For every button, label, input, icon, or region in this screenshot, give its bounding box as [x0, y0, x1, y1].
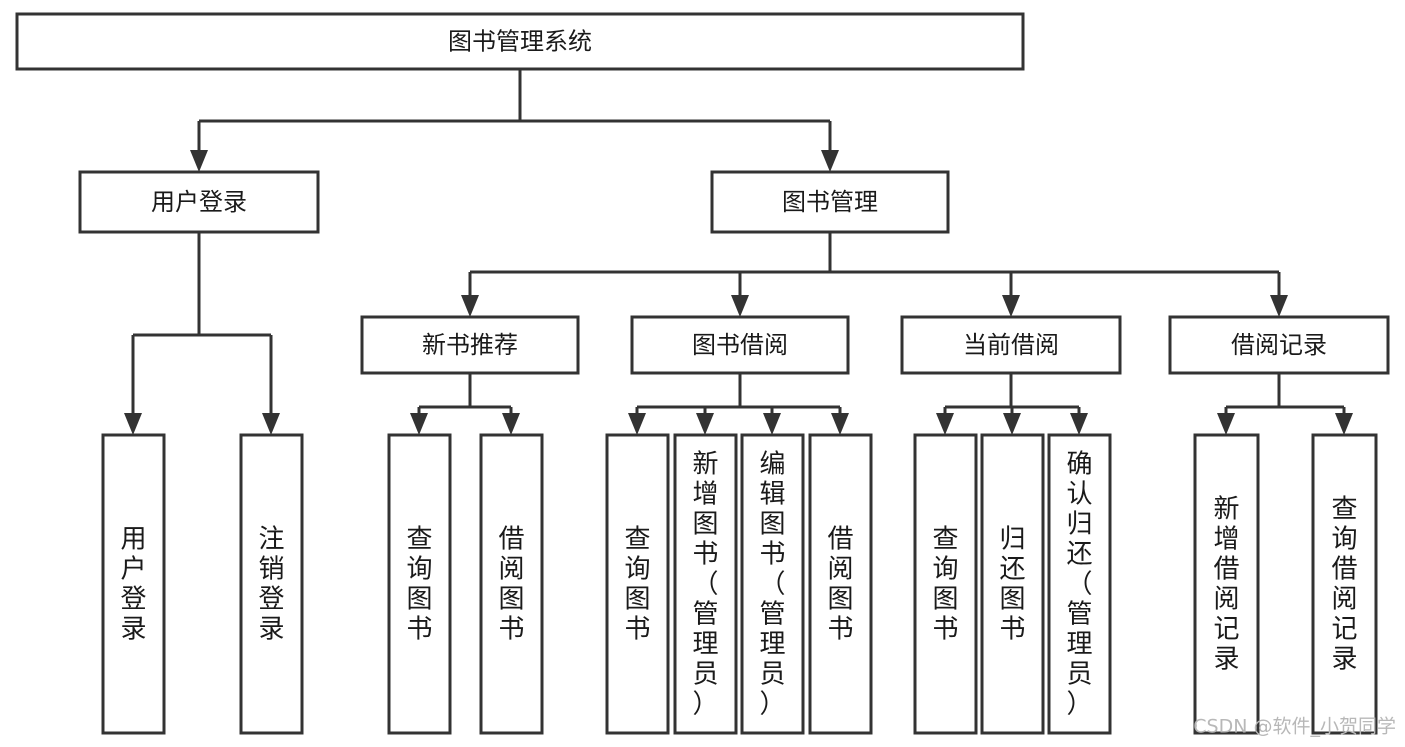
leaf-node-注销登录[interactable]: 注销登录: [239, 433, 304, 735]
node-label: 图书管理: [782, 188, 878, 216]
node-label: 查询图书: [624, 524, 650, 644]
node-label: 新书推荐: [422, 331, 518, 359]
node-box-outline: [78, 170, 320, 234]
arrow-head-icon: [1002, 295, 1020, 317]
module-node-用户登录[interactable]: 用户登录: [78, 170, 320, 234]
arrow-head-icon: [628, 413, 646, 435]
node-box-outline: [605, 433, 670, 735]
node-label: 借阅图书: [827, 524, 853, 644]
node-label: 查询借阅记录: [1331, 494, 1357, 674]
module-node-图书管理[interactable]: 图书管理: [710, 170, 950, 234]
node-box-outline: [980, 433, 1045, 735]
arrow-head-icon: [696, 413, 714, 435]
node-box-outline: [900, 315, 1122, 375]
csdn-watermark: CSDN @软件_小贺同学: [1193, 716, 1396, 738]
node-box-outline: [808, 433, 873, 735]
node-label: 当前借阅: [963, 331, 1059, 359]
node-box-outline: [239, 433, 304, 735]
node-label: 借阅记录: [1231, 331, 1327, 359]
arrow-head-icon: [1270, 295, 1288, 317]
leaf-node-借阅图书[interactable]: 借阅图书: [479, 433, 544, 735]
arrow-head-icon: [1217, 413, 1235, 435]
leaf-node-用户登录[interactable]: 用户登录: [101, 433, 166, 735]
arrow-head-icon: [731, 295, 749, 317]
leaf-node-新增图书管理员[interactable]: 新增图书（管理员）: [673, 433, 738, 735]
nodes-layer: 图书管理系统用户登录图书管理新书推荐图书借阅当前借阅借阅记录用户登录注销登录查询…: [15, 12, 1390, 735]
arrow-head-icon: [821, 150, 839, 172]
leaf-node-查询借阅记录[interactable]: 查询借阅记录: [1311, 433, 1378, 735]
root-node-图书管理系统[interactable]: 图书管理系统: [15, 12, 1025, 71]
leaf-node-查询图书[interactable]: 查询图书: [387, 433, 452, 735]
leaf-node-编辑图书管理员[interactable]: 编辑图书（管理员）: [740, 433, 805, 735]
leaf-node-新增借阅记录[interactable]: 新增借阅记录: [1193, 433, 1260, 735]
node-label: 编辑图书（管理员）: [759, 449, 785, 719]
node-box-outline: [630, 315, 850, 375]
node-label: 新增图书（管理员）: [692, 449, 718, 719]
node-box-outline: [710, 170, 950, 234]
submodule-node-借阅记录[interactable]: 借阅记录: [1168, 315, 1390, 375]
arrow-head-icon: [262, 413, 280, 435]
node-label: 用户登录: [151, 188, 247, 216]
node-box-outline: [360, 315, 580, 375]
arrow-head-icon: [190, 150, 208, 172]
node-box-outline: [1168, 315, 1390, 375]
arrow-head-icon: [1335, 413, 1353, 435]
node-box-outline: [1193, 433, 1260, 735]
node-label: 新增借阅记录: [1213, 494, 1239, 674]
submodule-node-新书推荐[interactable]: 新书推荐: [360, 315, 580, 375]
arrow-head-icon: [831, 413, 849, 435]
node-box-outline: [387, 433, 452, 735]
arrow-head-icon: [1003, 413, 1021, 435]
leaf-node-查询图书[interactable]: 查询图书: [605, 433, 670, 735]
node-box-outline: [479, 433, 544, 735]
arrow-head-icon: [461, 295, 479, 317]
arrow-head-icon: [410, 413, 428, 435]
node-label: 查询图书: [406, 524, 432, 644]
arrow-head-icon: [124, 413, 142, 435]
arrow-head-icon: [502, 413, 520, 435]
node-label: 用户登录: [120, 524, 146, 644]
node-label: 注销登录: [258, 524, 284, 644]
node-box-outline: [101, 433, 166, 735]
node-box-outline: [15, 12, 1025, 71]
node-label: 归还图书: [999, 524, 1025, 644]
node-label: 图书借阅: [692, 331, 788, 359]
submodule-node-当前借阅[interactable]: 当前借阅: [900, 315, 1122, 375]
node-box-outline: [740, 433, 805, 735]
node-label: 查询图书: [932, 524, 958, 644]
leaf-node-归还图书[interactable]: 归还图书: [980, 433, 1045, 735]
arrow-head-icon: [763, 413, 781, 435]
submodule-node-图书借阅[interactable]: 图书借阅: [630, 315, 850, 375]
node-box-outline: [1047, 433, 1112, 735]
leaf-node-查询图书[interactable]: 查询图书: [913, 433, 978, 735]
node-label: 图书管理系统: [448, 28, 592, 56]
node-box-outline: [913, 433, 978, 735]
node-label: 确认归还（管理员）: [1066, 449, 1092, 719]
node-label: 借阅图书: [498, 524, 524, 644]
arrow-head-icon: [936, 413, 954, 435]
connectors-layer: [124, 69, 1353, 435]
arrow-head-icon: [1070, 413, 1088, 435]
node-box-outline: [673, 433, 738, 735]
leaf-node-确认归还管理员[interactable]: 确认归还（管理员）: [1047, 433, 1112, 735]
leaf-node-借阅图书[interactable]: 借阅图书: [808, 433, 873, 735]
node-box-outline: [1311, 433, 1378, 735]
